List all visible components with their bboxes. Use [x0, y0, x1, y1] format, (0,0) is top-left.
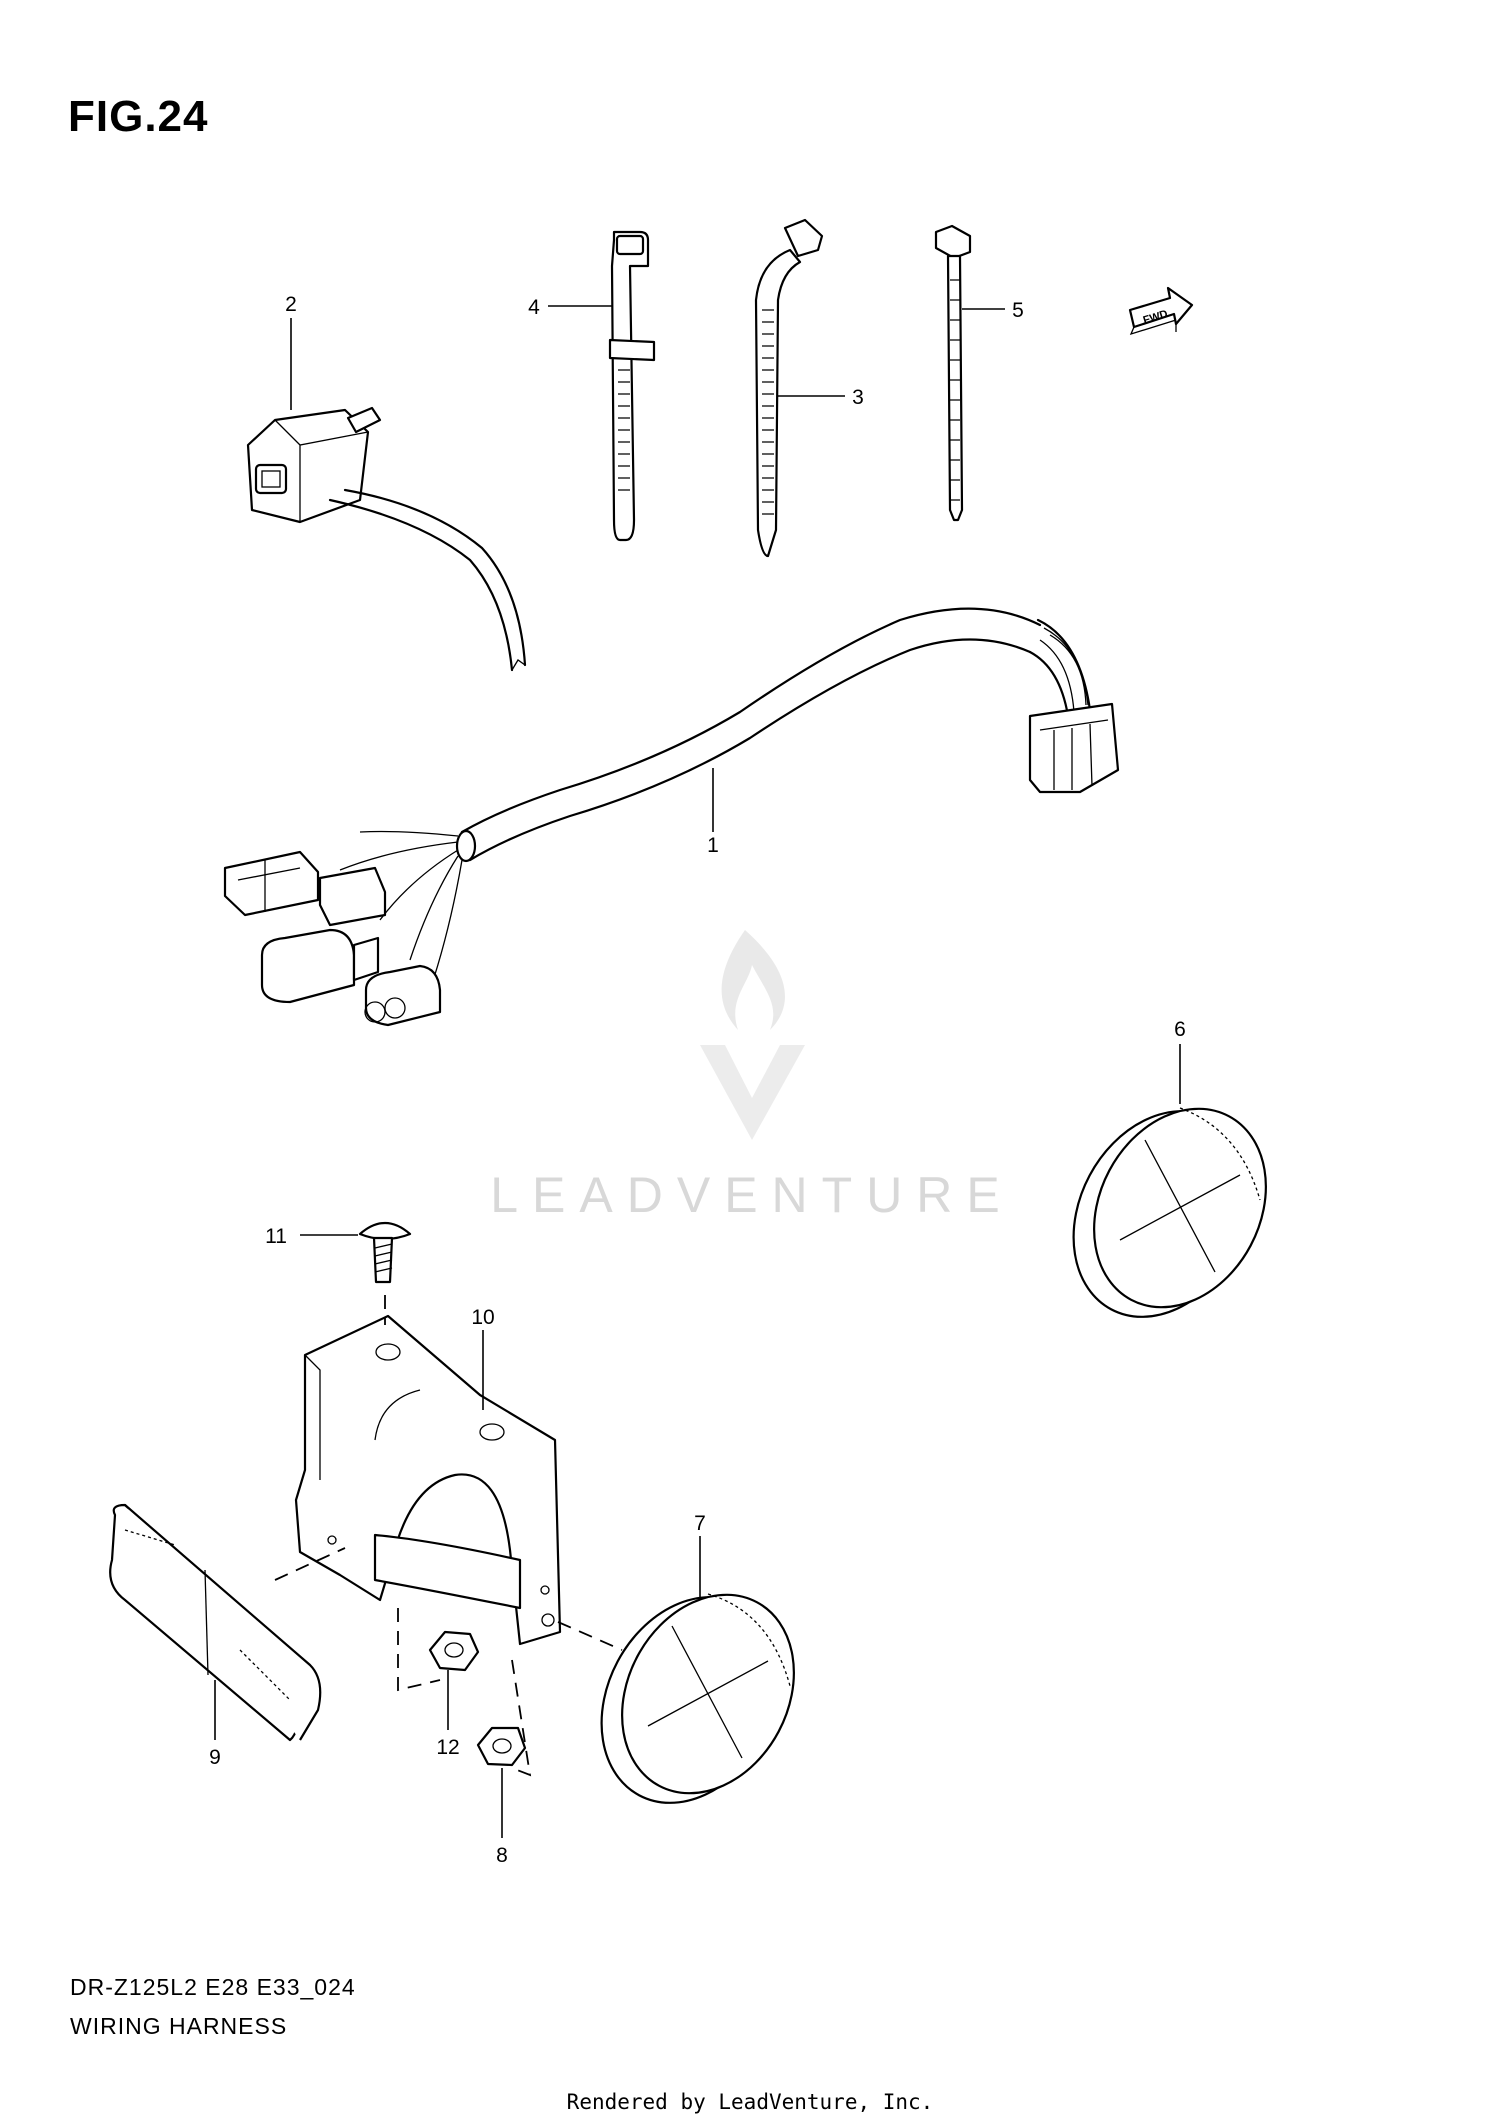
clamp-part-3 — [754, 218, 824, 558]
bracket-part-10 — [294, 1314, 562, 1646]
figure-title: FIG.24 — [68, 92, 209, 141]
callout-6: 6 — [1174, 1018, 1186, 1041]
reflector-part-7 — [600, 1593, 795, 1804]
assembly-lines — [274, 1295, 623, 1777]
callout-7: 7 — [694, 1512, 706, 1535]
callout-8: 8 — [496, 1844, 508, 1867]
nut-part-8 — [476, 1726, 527, 1767]
model-code: DR-Z125L2 E28 E33_024 — [70, 1974, 356, 2000]
leadventure-logo-icon — [700, 930, 805, 1140]
callout-5: 5 — [1012, 299, 1024, 322]
diagram-title: WIRING HARNESS — [70, 2013, 288, 2039]
leader-lines — [214, 305, 1181, 1838]
callout-1: 1 — [707, 834, 719, 857]
band-clamp-part-4 — [608, 230, 656, 542]
rendered-by-credit: Rendered by LeadVenture, Inc. — [566, 2090, 934, 2114]
callout-9: 9 — [209, 1746, 221, 1769]
cable-tie-part-5 — [934, 224, 972, 522]
callout-11: 11 — [265, 1225, 287, 1248]
wiring-harness-part-1 — [223, 607, 1120, 1027]
callout-2: 2 — [285, 293, 297, 316]
fwd-arrow-icon: FWD — [1128, 286, 1194, 336]
watermark-text: LEADVENTURE — [490, 1167, 1014, 1223]
reflector-part-6 — [1072, 1107, 1267, 1318]
reflector-part-9 — [109, 1503, 322, 1742]
switch-part-2 — [246, 406, 527, 672]
nut-part-12 — [428, 1630, 480, 1672]
callout-3: 3 — [852, 386, 864, 409]
screw-part-11 — [358, 1221, 412, 1284]
callout-10: 10 — [471, 1306, 494, 1329]
callout-12: 12 — [436, 1736, 459, 1759]
callout-4: 4 — [528, 296, 540, 319]
